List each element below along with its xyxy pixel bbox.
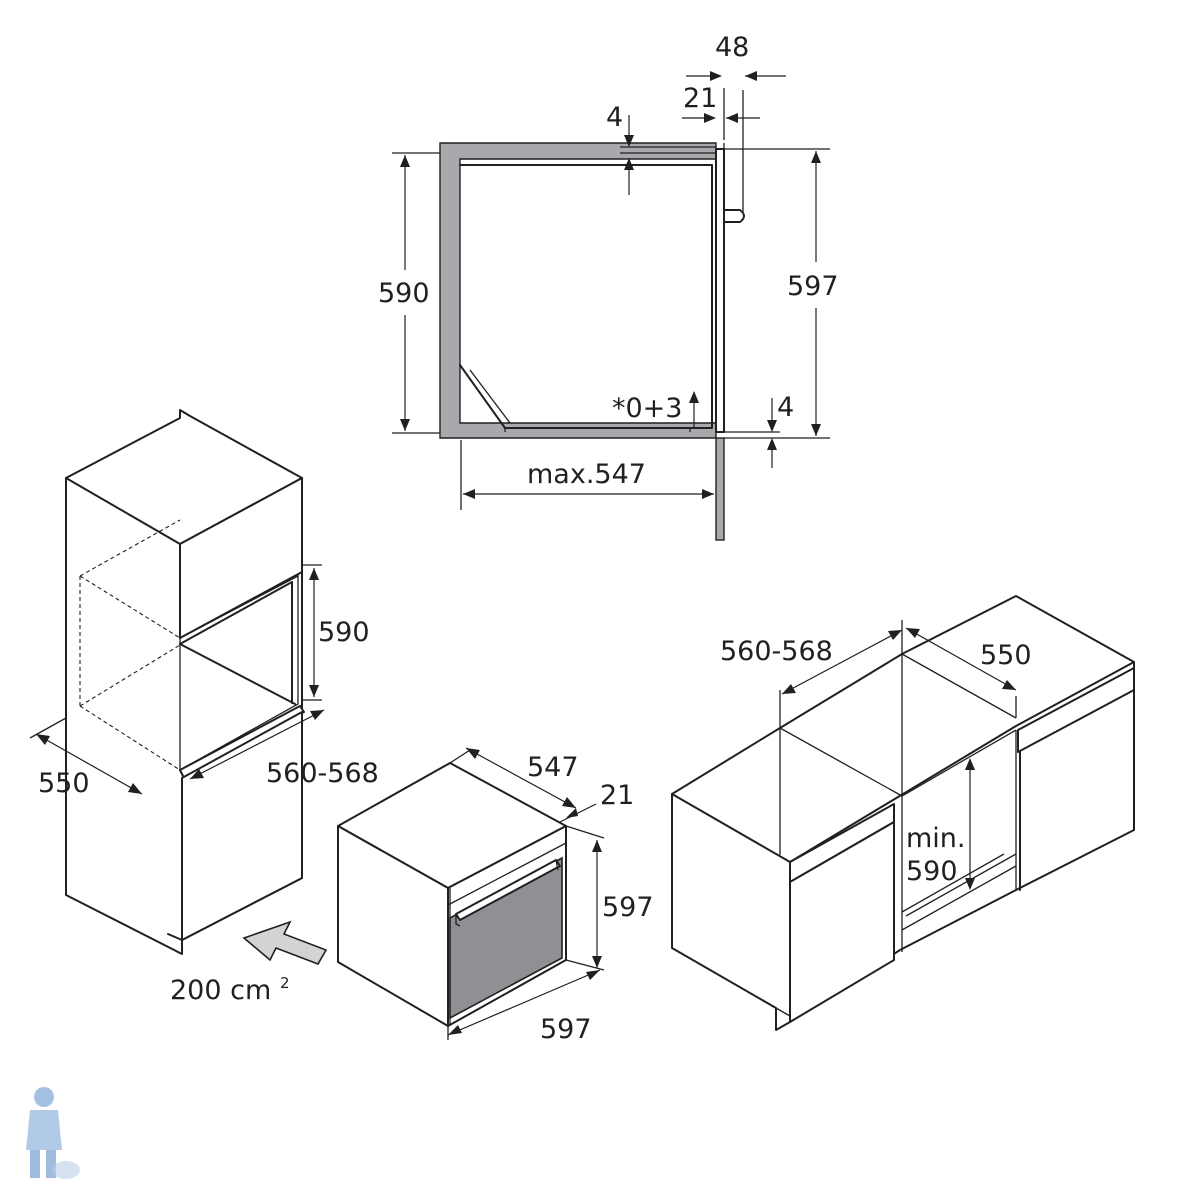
- oven-handle: [455, 859, 561, 921]
- dim-560-568-base: 560-568: [720, 636, 833, 667]
- dim-4-bottom: 4: [777, 392, 794, 423]
- dim-max547: max.547: [527, 459, 646, 490]
- tall-cabinet-top-panel: [179, 477, 303, 639]
- plumber-mascot-icon: [26, 1087, 80, 1179]
- dim-4-top: 4: [606, 102, 623, 133]
- tall-cabinet-shelf: [179, 705, 305, 779]
- dim-48: 48: [715, 32, 749, 63]
- dim-min-label: min.: [906, 823, 966, 854]
- airflow-arrow-icon: [242, 920, 328, 965]
- dim-21-section: 21: [683, 83, 717, 114]
- base-cabinet: 560-568 550 min. 590: [671, 595, 1135, 1031]
- tall-cabinet-lower-door: [181, 711, 303, 941]
- dim-550-tall: 550: [38, 768, 90, 799]
- dim-597-oven-height: 597: [602, 892, 654, 923]
- section-handle: [723, 209, 745, 223]
- section-oven-body: [459, 164, 713, 429]
- dim-min-value: 590: [906, 856, 958, 887]
- dim-560-568-tall: 560-568: [266, 758, 379, 789]
- base-cabinet-left-door: [789, 821, 895, 1023]
- section-view: 48 21 4 590 597 *0+3: [378, 32, 839, 541]
- airflow-label: 200 cm: [170, 975, 271, 1006]
- tall-cabinet: 590 550 560-568 200 cm 2: [29, 409, 379, 1006]
- dim-597-oven-width: 597: [540, 1014, 592, 1045]
- dim-590-tall: 590: [318, 617, 370, 648]
- dim-21-oven: 21: [600, 780, 634, 811]
- section-lower-panel: [715, 437, 725, 541]
- dim-590-section: 590: [378, 278, 430, 309]
- dim-597-section: 597: [787, 271, 839, 302]
- dim-550-base: 550: [980, 640, 1032, 671]
- airflow-superscript: 2: [280, 974, 290, 992]
- section-oven-front: [715, 148, 725, 433]
- oven-unit: 547 21 597 597: [337, 747, 654, 1045]
- dim-547-oven: 547: [527, 752, 579, 783]
- dim-tolerance: *0+3: [612, 393, 682, 424]
